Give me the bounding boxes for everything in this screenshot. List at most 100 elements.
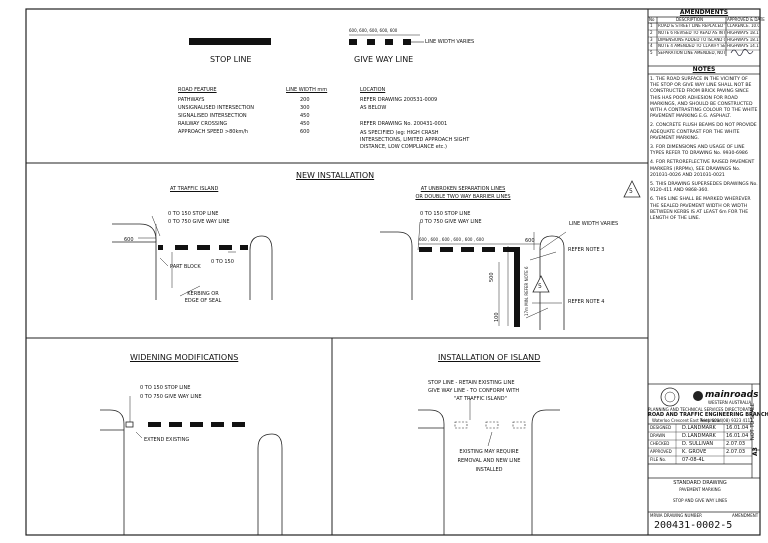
stop-line-sample [189, 38, 271, 45]
note-item: 1. THE ROAD SURFACE IN THE VICINITY OF T… [650, 77, 758, 120]
table-cell: REFER DRAWING No. 200431-0001 [360, 121, 448, 127]
table-cell: SIGNALISED INTERSECTION [178, 113, 247, 119]
sign-date: 2.07.03 [726, 449, 746, 455]
table-cell: UNSIGNALISED INTERSECTION [178, 105, 255, 111]
table-cell: REFER DRAWING 200531-0009 [360, 97, 438, 103]
table-cell: 450 [300, 121, 310, 127]
table-cell: AS SPECIFIED (eg: HIGH CRASH INTERSECTIO… [360, 130, 470, 150]
directorate: PLANNING AND TECHNICAL SERVICES DIRECTOR… [648, 407, 753, 412]
line-width-varies-note: LINE WIDTH VARIES [425, 39, 475, 45]
stop-line-note: 0 TO 150 STOP LINE [140, 385, 191, 391]
table-cell: RAILWAY CROSSING [178, 121, 228, 127]
drawing-number-label: MRWA DRAWING NUMBER [650, 513, 702, 518]
give-way-line-caption: GIVE WAY LINE [354, 55, 414, 64]
role-label: DESIGNED [650, 425, 672, 430]
section-title-new-installation: NEW INSTALLATION [296, 171, 375, 180]
amend-cell: HIGHWAYS 14.11 [727, 44, 759, 48]
amend-cell: ROAD & STREET LINE REPLACED WITH LAMINAT… [658, 24, 725, 28]
amendment-badge: 5 [629, 188, 633, 195]
amend-header-no: No [649, 17, 655, 22]
table-cell: 300 [300, 105, 310, 111]
sign-date: 16.01.04 [726, 425, 749, 431]
table-cell: 450 [300, 113, 310, 119]
sign-date: 16.01.04 [726, 433, 749, 439]
table-header-width: LINE WIDTH mm [286, 87, 328, 93]
note-item: 4. FOR RETROREFLECTIVE RAISED PAVEMENT M… [650, 160, 755, 178]
person-name: K. GROVE [682, 449, 707, 455]
line-width-varies-note: LINE WIDTH VARIES [569, 221, 619, 227]
give-way-line-note: 0 TO 750 GIVE WAY LINE [140, 394, 202, 400]
brand-name: mainroads [705, 390, 759, 400]
amend-cell: HIGHWAYS 18.11 [727, 38, 759, 42]
note-item: 6. THIS LINE SHALL BE MARKED WHEREVER TH… [650, 197, 751, 222]
note-item: 5. THIS DRAWING SUPERSEDES DRAWINGS No. … [650, 182, 758, 194]
dim-100: 100 [494, 312, 500, 322]
person-name: D. SULLIVAN [682, 441, 714, 447]
amend-cell: 1 [650, 23, 653, 28]
table-cell: AS BELOW [360, 105, 387, 111]
amend-cell: NOTE 4 AMENDED TO CLARIFY SEPARATION LIN… [658, 44, 725, 48]
amend-cell: NOTE 6 REVISED TO READ AS IN REF. WITH N… [658, 31, 725, 35]
amend-cell: SEPARATION LINE AMENDED, NOTE 6 ADDED [658, 51, 725, 55]
brand-subtitle: WESTERN AUSTRALIA [708, 400, 752, 405]
amendment-badge: 5 [538, 283, 542, 290]
dim-0-to-150: 0 TO 150 [211, 259, 234, 265]
traffic-island-title: AT TRAFFIC ISLAND [170, 186, 219, 192]
role-label: FILE No. [650, 457, 667, 462]
island-stop-note: STOP LINE - RETAIN EXISTING LINE [428, 380, 515, 386]
separation-title-1: AT UNBROKEN SEPARATION LINES [420, 186, 506, 192]
table-cell: PATHWAYS [178, 97, 205, 103]
dim-600: 600 [124, 237, 134, 243]
amend-header-description: DESCRIPTION [676, 17, 704, 22]
logo-emblem [660, 387, 680, 407]
island-gw-note-1: GIVE WAY LINE - TO CONFORM WITH [428, 388, 520, 394]
sheet-size: A3 [752, 447, 759, 456]
drawing-number: 200431-0002-5 [654, 520, 733, 531]
notes-list: 1. THE ROAD SURFACE IN THE VICINITY OF T… [650, 77, 758, 222]
existing-note-2: REMOVAL AND NEW LINE [457, 458, 521, 464]
note-item: 2. CONCRETE FLUSH BEAMS DO NOT PROVIDE A… [650, 123, 757, 141]
amendment-label: AMENDMENT [732, 513, 759, 518]
section-title-island: INSTALLATION OF ISLAND [438, 353, 541, 362]
table-cell: APPROACH SPEED >80km/h [178, 129, 249, 135]
kerbing-label: KERBING OR EDGE OF SEAL [184, 291, 222, 304]
amend-cell: HIGHWAYS 18.11 [727, 31, 759, 35]
phone: Telephone (08) 9323 4111 [700, 418, 753, 423]
drawing-subject: STOP AND GIVE WAY LINES [672, 498, 728, 503]
give-way-line-note: 0 TO 750 GIVE WAY LINE [168, 219, 230, 225]
amend-header-approved: APPROVED & DATE [727, 17, 765, 22]
amend-cell: DIMENSIONS ADDED TO ISLAND GW LINE [658, 38, 725, 42]
existing-note-3: INSTALLED [475, 467, 503, 473]
amend-cell: 5 [650, 50, 653, 55]
sign-date: 2.07.03 [726, 441, 746, 447]
refer-note-3: REFER NOTE 3 [568, 247, 605, 253]
amend-cell: 4 [650, 43, 653, 48]
separation-title-2: OR DOUBLE TWO WAY BARRIER LINES [415, 194, 511, 200]
table-cell: 600 [300, 129, 310, 135]
role-label: DRAWN [650, 433, 666, 438]
dim-500: 500 [489, 272, 495, 282]
stop-line-note: 0 TO 150 STOP LINE [168, 211, 219, 217]
part-block-label: PART BLOCK [170, 264, 201, 270]
person-name: D.LANDMARK [682, 433, 716, 439]
table-header-location: LOCATION [360, 87, 386, 93]
amend-cell: 3 [650, 37, 653, 42]
person-name: D.LANDMARK [682, 425, 716, 431]
min-length-note: 17m MIN. REFER NOTE 6 [524, 266, 529, 316]
note-item: 3. FOR DIMENSIONS AND USAGE OF LINE TYPE… [650, 145, 748, 157]
extend-existing-label: EXTEND EXISTING [144, 437, 190, 443]
signature [730, 48, 754, 56]
give-way-line-note: 0 TO 750 GIVE WAY LINE [420, 219, 482, 225]
not-to-scale: NOT TO SCALE [750, 403, 756, 440]
notes-title: NOTES [692, 66, 716, 73]
standard-drawing-label: STANDARD DRAWING [673, 480, 727, 486]
stop-line-note: 0 TO 150 STOP LINE [420, 211, 471, 217]
address: Waterloo Crescent East Perth 6004 [652, 418, 722, 423]
existing-note-1: EXISTING MAY REQUIRE [459, 449, 519, 455]
pavement-marking-label: PAVEMENT MARKING [679, 487, 721, 492]
amend-cell: CLARENCE. 10.04 [727, 24, 759, 28]
role-label: APPROVED [650, 449, 672, 454]
refer-note-4: REFER NOTE 4 [568, 299, 605, 305]
section-title-widening: WIDENING MODIFICATIONS [130, 353, 239, 362]
